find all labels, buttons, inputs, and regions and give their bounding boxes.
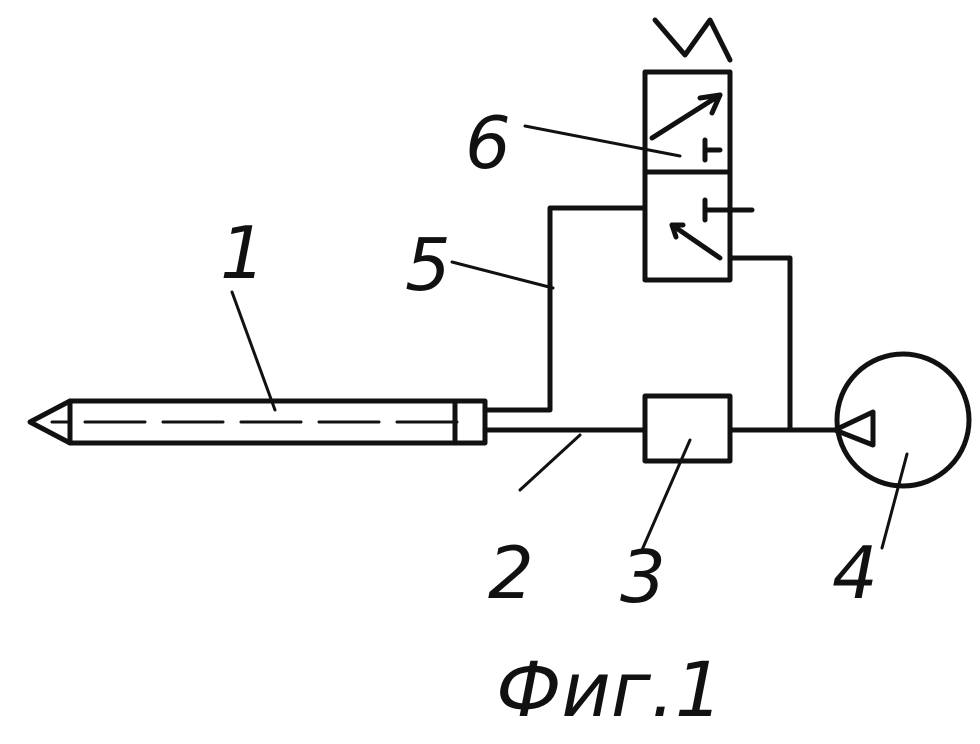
label-block: 3 <box>620 535 667 619</box>
valve-arrow-down <box>672 225 720 258</box>
label-branch: 5 <box>405 223 452 307</box>
leader-tube <box>232 292 275 410</box>
spring-icon <box>655 20 730 60</box>
label-valve: 6 <box>465 101 512 185</box>
label-tube: 1 <box>220 211 267 295</box>
block-unit <box>645 396 730 461</box>
return-line <box>730 258 790 430</box>
valve-stop-upper <box>705 140 720 160</box>
leader-branch <box>452 262 553 288</box>
label-round: 4 <box>832 531 879 615</box>
round-unit <box>835 354 969 486</box>
label-main-line: 2 <box>488 531 535 615</box>
figure-caption: Фиг.1 <box>496 645 723 734</box>
leader-valve <box>525 126 680 156</box>
valve-arrow-up <box>652 95 720 138</box>
valve-component <box>645 20 752 280</box>
leader-main-line <box>520 435 580 490</box>
branch-line <box>487 208 645 410</box>
leader-round <box>882 454 907 548</box>
leader-block <box>642 440 690 550</box>
tube-component <box>30 401 485 443</box>
